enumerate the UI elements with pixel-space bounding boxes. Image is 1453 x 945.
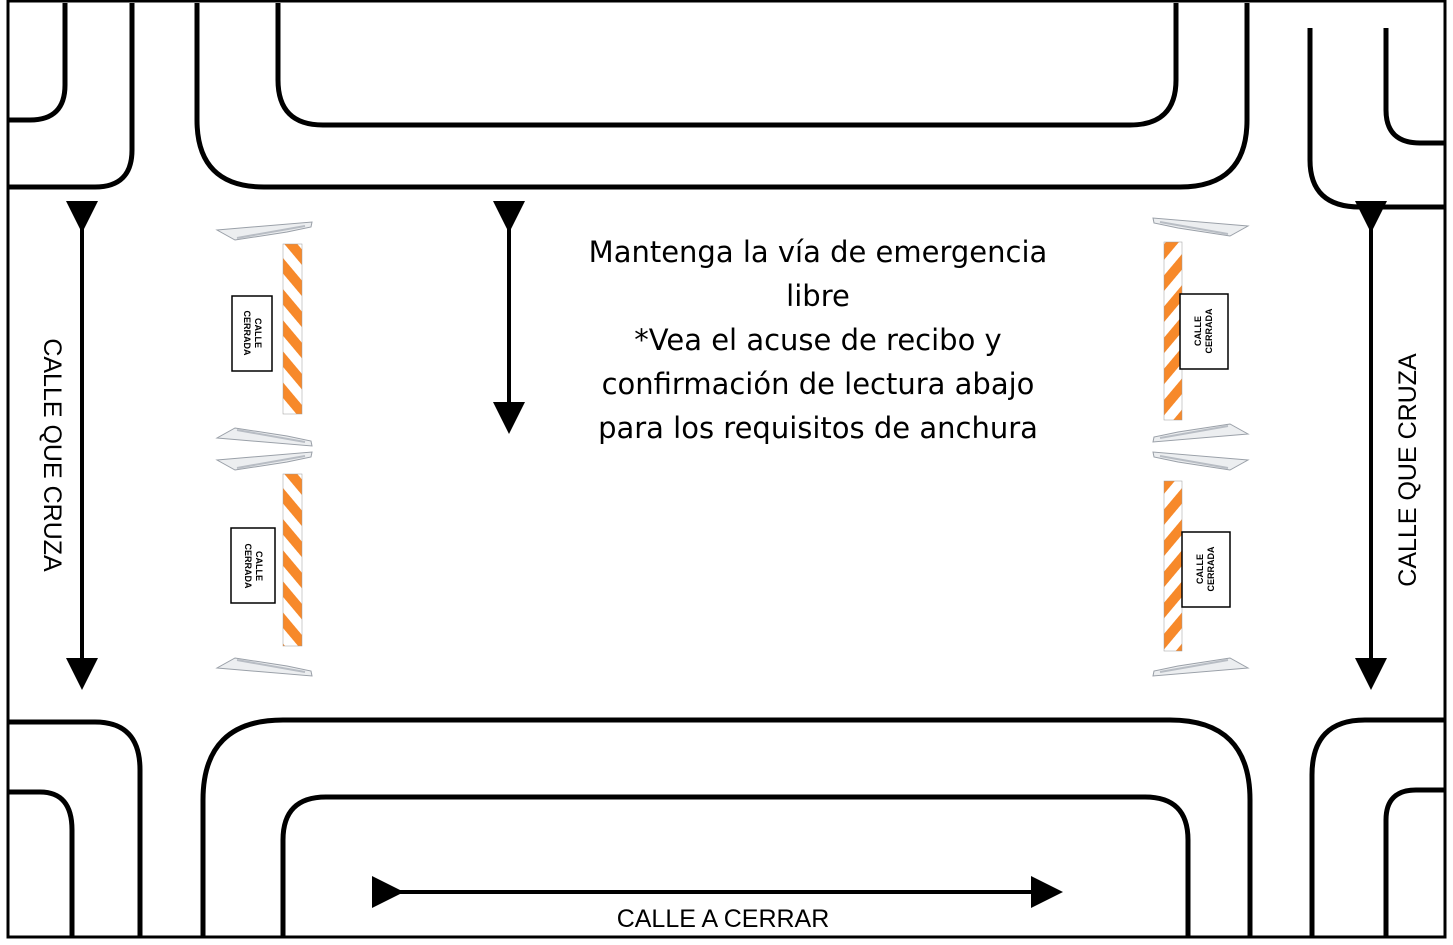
sign-line-2: CERRADA <box>1206 546 1216 592</box>
cross-street-left-label: CALLE QUE CRUZA <box>38 338 66 572</box>
sign-line-1: CALLE <box>253 318 263 348</box>
street-curbs <box>8 3 1445 937</box>
street-to-close-label: CALLE A CERRAR <box>617 905 830 933</box>
barricade-post <box>282 243 303 415</box>
barricade-post <box>282 473 303 647</box>
emergency-notice: Mantenga la vía de emergencia libre *Vea… <box>589 235 1048 445</box>
notice-line-5: para los requisitos de anchura <box>598 411 1038 445</box>
notice-line-4: confirmación de lectura abajo <box>602 367 1035 401</box>
notice-line-2: libre <box>786 279 850 313</box>
closed-street-sign: CALLE CERRADA <box>1179 293 1229 370</box>
barricade: CALLE CERRADA <box>216 221 313 447</box>
cross-street-right-label: CALLE QUE CRUZA <box>1394 353 1422 587</box>
arrows <box>66 201 1387 908</box>
closed-street-sign: CALLE CERRADA <box>1181 531 1231 608</box>
sign-line-1: CALLE <box>1195 554 1205 584</box>
map-frame <box>6 0 1447 939</box>
barricade: CALLE CERRADA <box>216 451 313 677</box>
notice-line-3: *Vea el acuse de recibo y <box>634 323 1001 357</box>
sign-line-2: CERRADA <box>242 311 252 357</box>
sign-line-2: CERRADA <box>243 544 253 590</box>
barricade-post <box>1163 480 1183 652</box>
sign-line-2: CERRADA <box>1204 308 1214 354</box>
notice-line-1: Mantenga la vía de emergencia <box>589 235 1048 269</box>
sign-line-1: CALLE <box>254 551 264 581</box>
sign-line-1: CALLE <box>1193 316 1203 346</box>
closed-street-sign <box>230 527 276 604</box>
closed-street-sign <box>231 295 273 372</box>
